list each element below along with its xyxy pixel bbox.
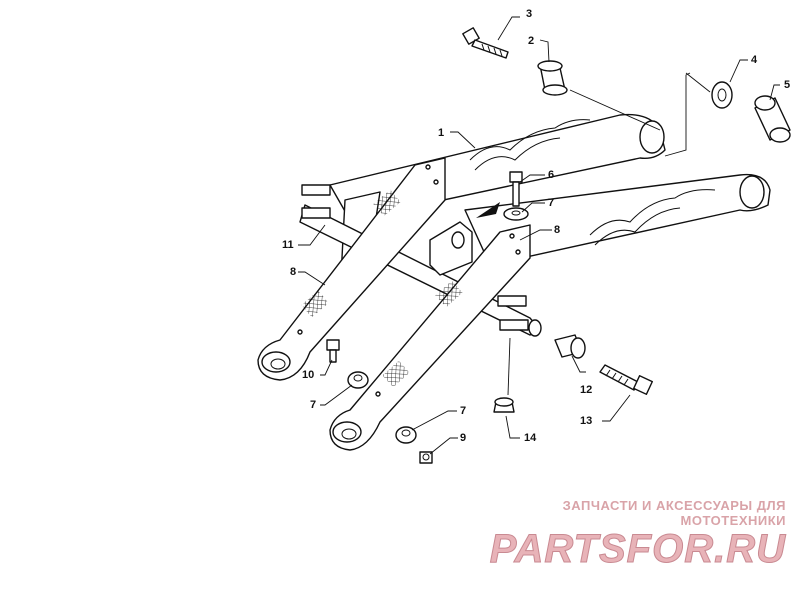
callout-13: 13	[580, 415, 592, 427]
callout-8-left: 8	[290, 266, 296, 278]
link-arm-left	[257, 157, 446, 381]
leader-lines	[298, 16, 780, 455]
callout-7-left: 7	[310, 399, 316, 411]
callout-9: 9	[460, 432, 466, 444]
bushing-12	[554, 334, 586, 359]
cap-screw-13	[599, 364, 654, 396]
center-bracket	[429, 221, 473, 276]
washer-7-left	[347, 371, 369, 389]
callout-numbers: 3 2 4 5 1 6 7 8 11 8 10 7 7 9 12 13 14	[282, 8, 790, 444]
callout-1: 1	[438, 127, 444, 139]
flanged-bushing-5	[754, 95, 791, 143]
callout-4: 4	[751, 54, 758, 66]
callout-2: 2	[528, 35, 534, 47]
callout-11: 11	[282, 239, 294, 251]
callout-12: 12	[580, 384, 592, 396]
watermark: ЗАПЧАСТИ И АКСЕССУАРЫ ДЛЯ МОТОТЕХНИКИ PA…	[466, 498, 786, 571]
callout-5: 5	[784, 79, 790, 91]
watermark-logo: PARTSFOR.RU	[489, 527, 786, 571]
washer-7-bottom	[395, 426, 417, 444]
callout-7-bottom: 7	[460, 405, 466, 417]
link-arm-right	[329, 224, 531, 451]
lock-nut-9	[419, 451, 433, 464]
plug-14	[493, 397, 515, 413]
callout-8-right: 8	[554, 224, 560, 236]
cap-screw-10	[326, 339, 340, 363]
callout-3: 3	[526, 8, 532, 20]
callout-14: 14	[524, 432, 537, 444]
cap-screw-6	[509, 171, 523, 207]
callout-6: 6	[548, 169, 554, 181]
callout-10: 10	[302, 369, 314, 381]
bushing-2	[537, 60, 568, 96]
cap-screw-3	[462, 27, 509, 59]
direction-arrow	[476, 202, 500, 218]
washer-7-top	[503, 207, 529, 221]
washer-4	[711, 81, 733, 109]
callout-7-top: 7	[548, 197, 554, 209]
watermark-tagline: ЗАПЧАСТИ И АКСЕССУАРЫ ДЛЯ МОТОТЕХНИКИ	[562, 498, 786, 528]
